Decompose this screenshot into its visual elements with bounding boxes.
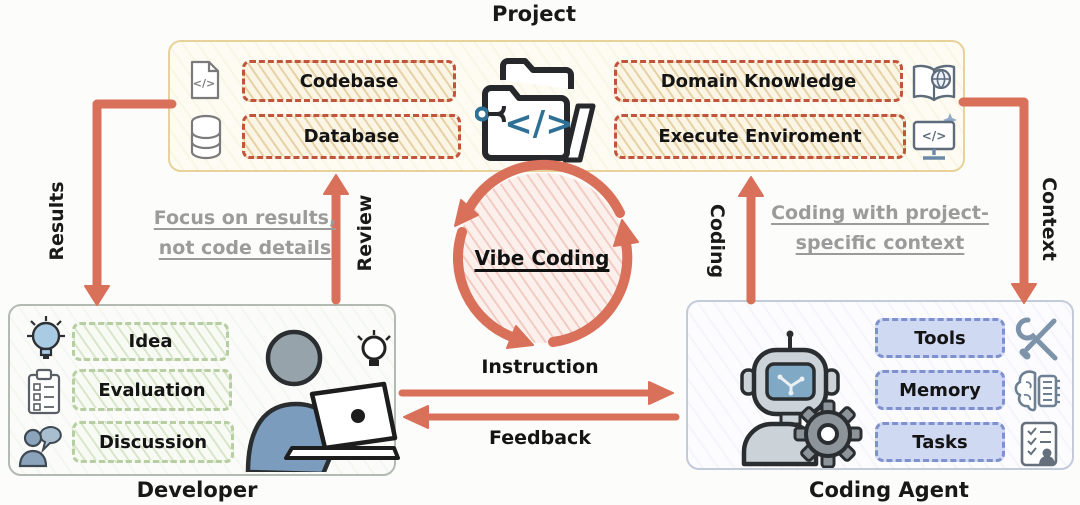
project-item-database: Database [242,114,461,159]
coding-label: Coding [706,203,728,279]
coding-agent-title: Coding Agent [809,478,969,502]
brain-chip-icon [1012,368,1062,414]
svg-text:</>: </> [922,129,947,143]
book-globe-icon [910,62,958,106]
developer-box: Idea Evaluation Discussion [8,304,400,477]
tools-icon [1015,316,1061,362]
agent-item-memory: Memory [875,370,1005,410]
project-box: </> Codebase Database </> [168,40,965,172]
coding-agent-box: Tools Memory Tasks [686,300,1074,470]
task-list-icon [1018,420,1060,468]
developer-item-evaluation: Evaluation [72,369,232,411]
agent-item-tasks: Tasks [875,422,1005,462]
clipboard-icon [26,368,62,416]
instruction-arrow [398,381,674,405]
discussion-icon [18,424,66,468]
svg-text:</>: </> [193,77,215,90]
cycle-label: Vibe Coding [474,246,610,270]
project-item-codebase: Codebase [242,60,456,102]
feedback-label: Feedback [489,427,591,449]
developer-item-idea: Idea [72,322,229,361]
code-file-icon: </> [188,60,222,100]
developer-side-note: Focus on results, not code details [153,207,337,259]
svg-text:</>: </> [504,104,573,144]
results-label: Results [46,181,68,261]
agent-item-tools: Tools [875,318,1005,358]
lightbulb-icon [24,314,68,366]
monitor-code-icon: </> [912,112,958,162]
project-item-execute-environment: Execute Enviroment [614,114,906,159]
feedback-arrow [403,405,680,429]
developer-item-discussion: Discussion [72,421,234,463]
folder-code-icon: </> [474,50,600,168]
instruction-label: Instruction [481,356,599,378]
developer-title: Developer [136,478,258,502]
project-title: Project [491,2,577,26]
developer-at-laptop-icon [232,326,400,477]
agent-side-note: Coding with project- specific context [771,202,989,254]
robot-gear-icon [728,330,863,469]
project-item-domain-knowledge: Domain Knowledge [614,60,903,102]
context-label: Context [1038,177,1060,261]
database-icon [188,114,224,160]
